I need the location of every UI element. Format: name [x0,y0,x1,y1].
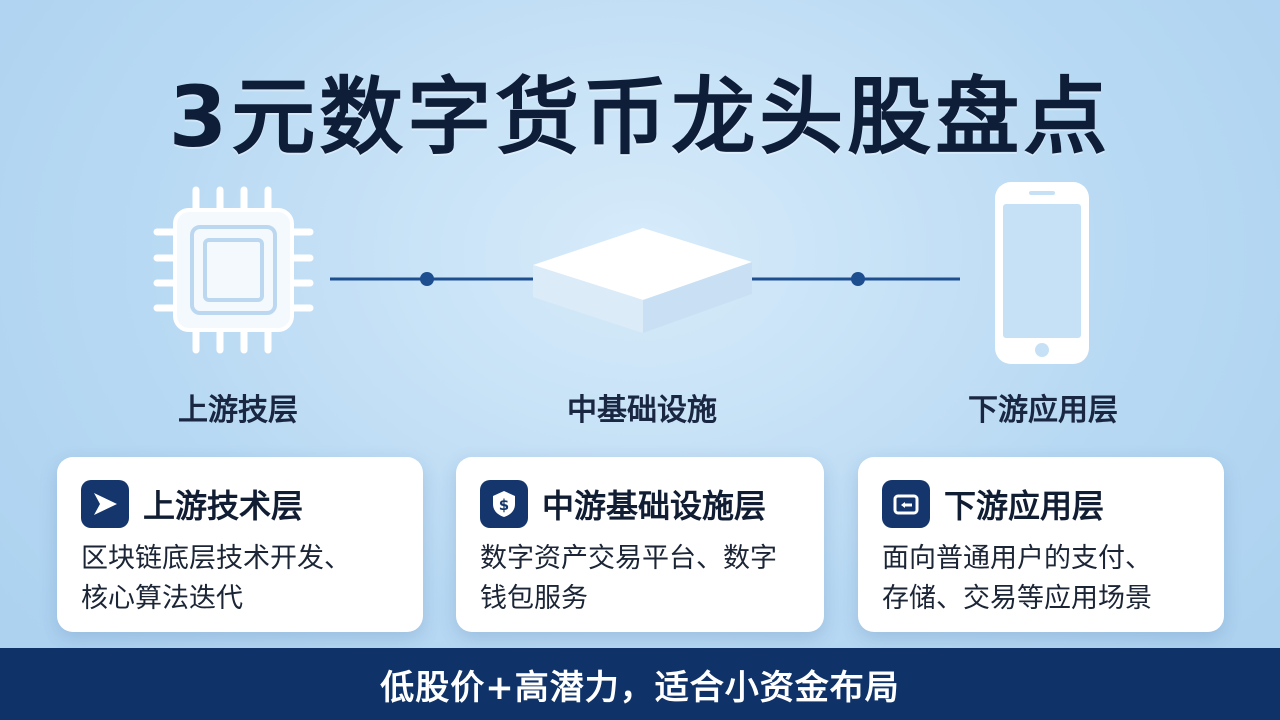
card-description: 区块链底层技术开发、 核心算法迭代 [81,539,399,619]
stage-label-downstream: 下游应用层 [968,393,1118,428]
card-title: 中游基础设施层 [542,487,767,525]
card-description: 数字资产交易平台、数字 钱包服务 [480,539,800,619]
card-title: 下游应用层 [944,487,1105,525]
send-arrow-icon [81,480,129,528]
page-title: 3元数字货币龙头股盘点 [168,68,1112,166]
footer-text: 低股价+高潜力，适合小资金布局 [380,667,900,708]
stage-label-midstream: 中基础设施 [567,393,717,428]
stage-label-upstream: 上游技层 [178,393,298,428]
server-box-icon [533,228,752,333]
card-desc-line: 核心算法迭代 [81,583,243,614]
card-desc-line: 区块链底层技术开发、 [81,543,351,574]
connector-dot-left [420,272,434,286]
svg-text:$: $ [499,496,509,514]
card-description: 面向普通用户的支付、 存储、交易等应用场景 [882,539,1200,619]
card-desc-line: 数字资产交易平台、数字 [480,543,777,574]
card-desc-line: 面向普通用户的支付、 [882,543,1152,574]
footer-banner: 低股价+高潜力，适合小资金布局 [0,648,1280,720]
card-desc-line: 钱包服务 [480,583,588,614]
flow-graphic [153,182,1089,364]
chip-icon [153,186,314,354]
card-desc-line: 存储、交易等应用场景 [882,583,1152,614]
card-title: 上游技术层 [143,487,304,525]
connector-dot-right [851,272,865,286]
card-upstream: 上游技术层 区块链底层技术开发、 核心算法迭代 [57,457,423,632]
smartphone-icon [995,182,1089,364]
dollar-shield-icon: $ [480,480,528,528]
wallet-icon [882,480,930,528]
card-midstream: $ 中游基础设施层 数字资产交易平台、数字 钱包服务 [456,457,824,632]
card-downstream: 下游应用层 面向普通用户的支付、 存储、交易等应用场景 [858,457,1224,632]
flow-diagram [0,170,1280,430]
